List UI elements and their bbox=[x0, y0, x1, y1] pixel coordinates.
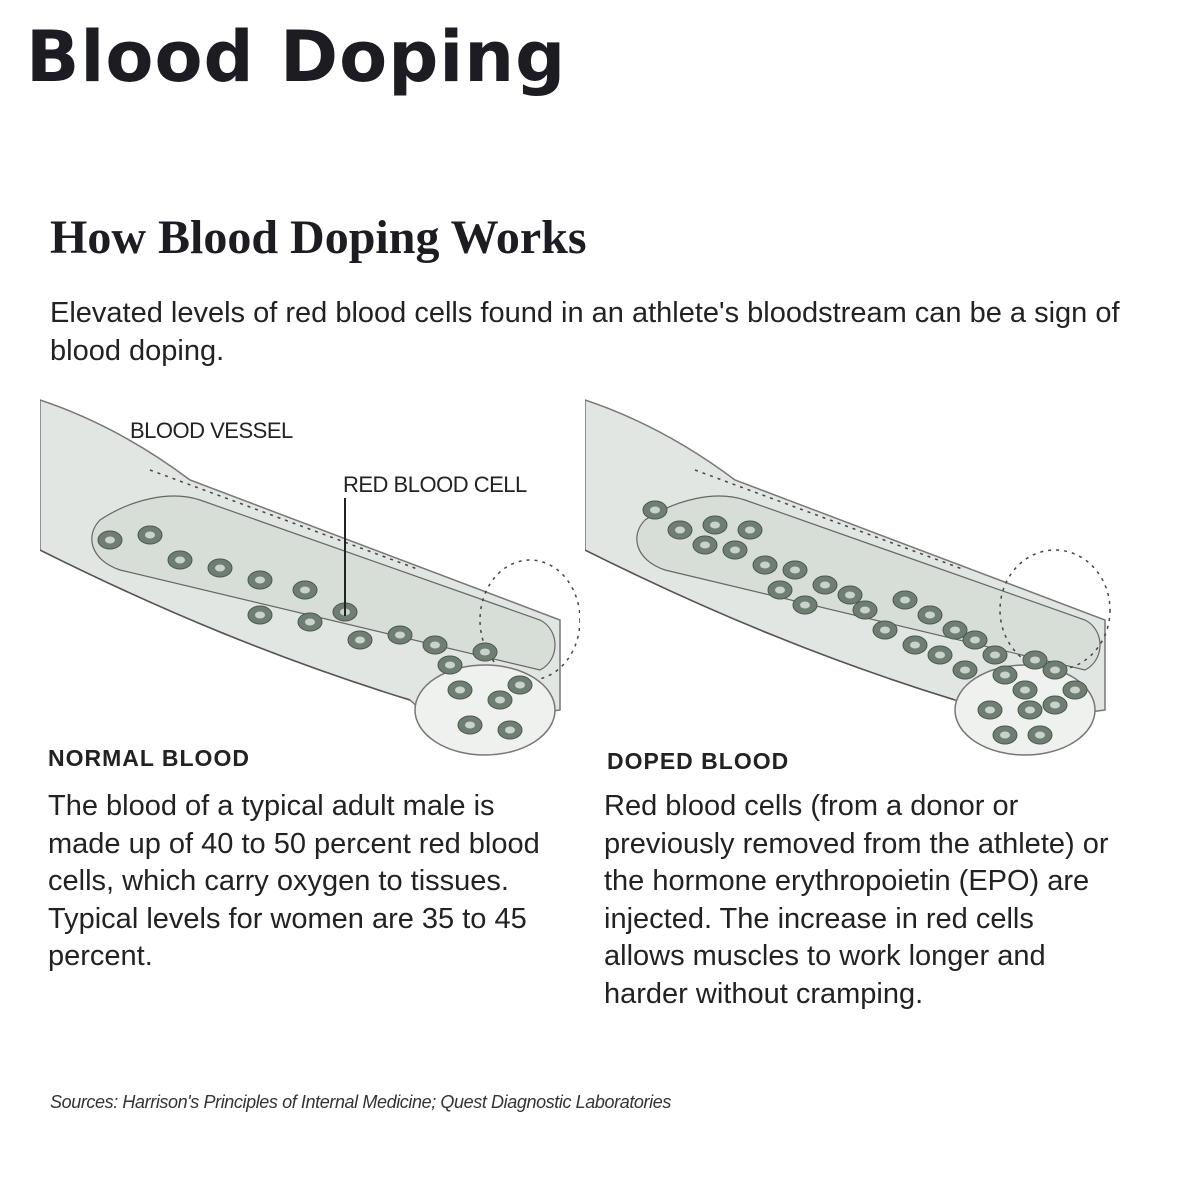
red-blood-cell-center bbox=[820, 581, 830, 589]
red-blood-cells-group bbox=[642, 500, 1088, 745]
red-blood-cell-center bbox=[1000, 731, 1010, 739]
red-blood-cell-leader-line bbox=[344, 498, 346, 616]
red-blood-cell-center bbox=[305, 618, 315, 626]
red-blood-cell-center bbox=[790, 566, 800, 574]
red-blood-cell-center bbox=[105, 536, 115, 544]
red-blood-cell-center bbox=[860, 606, 870, 614]
red-blood-cell-center bbox=[445, 661, 455, 669]
red-blood-cell-center bbox=[985, 706, 995, 714]
red-blood-cell-center bbox=[1030, 656, 1040, 664]
red-blood-cell-center bbox=[455, 686, 465, 694]
red-blood-cell-center bbox=[515, 681, 525, 689]
red-blood-cell-center bbox=[395, 631, 405, 639]
red-blood-cell-center bbox=[175, 556, 185, 564]
red-blood-cell-center bbox=[145, 531, 155, 539]
normal-blood-text: The blood of a typical adult male is mad… bbox=[48, 790, 540, 972]
doped-blood-heading: DOPED BLOOD bbox=[607, 748, 790, 774]
normal-blood-vessel-illustration bbox=[40, 399, 580, 756]
red-blood-cell-center bbox=[700, 541, 710, 549]
intro-text: Elevated levels of red blood cells found… bbox=[50, 297, 1120, 367]
red-blood-cell-center bbox=[1035, 731, 1045, 739]
doped-blood-text: Red blood cells (from a donor or previou… bbox=[604, 790, 1109, 1010]
vessel-channel bbox=[91, 495, 556, 671]
red-blood-cell-center bbox=[215, 564, 225, 572]
vessel-cut-end bbox=[414, 664, 556, 756]
red-blood-cell-center bbox=[745, 526, 755, 534]
red-blood-cell-center bbox=[910, 641, 920, 649]
red-blood-cell-center bbox=[465, 721, 475, 729]
sources-note: Sources: Harrison's Principles of Intern… bbox=[50, 1092, 671, 1112]
doped-blood-vessel-illustration bbox=[585, 399, 1111, 756]
blood-vessel-label: BLOOD VESSEL bbox=[130, 418, 293, 443]
red-blood-cell-center bbox=[430, 641, 440, 649]
red-blood-cell-center bbox=[675, 526, 685, 534]
red-blood-cell-center bbox=[925, 611, 935, 619]
normal-blood-heading: NORMAL BLOOD bbox=[48, 745, 250, 771]
red-blood-cell-center bbox=[300, 586, 310, 594]
page-title: Blood Doping bbox=[26, 16, 567, 98]
red-blood-cell-center bbox=[960, 666, 970, 674]
red-blood-cell-center bbox=[255, 576, 265, 584]
red-blood-cell-center bbox=[990, 651, 1000, 659]
red-blood-cell-center bbox=[355, 636, 365, 644]
red-blood-cell-center bbox=[480, 648, 490, 656]
red-blood-cell-center bbox=[775, 586, 785, 594]
vessel-channel bbox=[636, 495, 1101, 671]
red-blood-cell-center bbox=[1000, 671, 1010, 679]
red-blood-cell-center bbox=[760, 561, 770, 569]
red-blood-cell-center bbox=[650, 506, 660, 514]
red-blood-cell-center bbox=[880, 626, 890, 634]
red-blood-cell-center bbox=[255, 611, 265, 619]
red-blood-cell-center bbox=[950, 626, 960, 634]
subtitle: How Blood Doping Works bbox=[50, 211, 587, 264]
red-blood-cells-group bbox=[97, 525, 533, 740]
red-blood-cell-center bbox=[845, 591, 855, 599]
red-blood-cell-center bbox=[1020, 686, 1030, 694]
red-blood-cell-center bbox=[495, 696, 505, 704]
red-blood-cell-center bbox=[800, 601, 810, 609]
red-blood-cell-center bbox=[1050, 666, 1060, 674]
red-blood-cell-label: RED BLOOD CELL bbox=[343, 472, 527, 497]
red-blood-cell-center bbox=[1050, 701, 1060, 709]
red-blood-cell-center bbox=[935, 651, 945, 659]
red-blood-cell-center bbox=[970, 636, 980, 644]
red-blood-cell-center bbox=[1070, 686, 1080, 694]
red-blood-cell-center bbox=[505, 726, 515, 734]
red-blood-cell-center bbox=[900, 596, 910, 604]
red-blood-cell-center bbox=[1025, 706, 1035, 714]
red-blood-cell-center bbox=[710, 521, 720, 529]
red-blood-cell-center bbox=[730, 546, 740, 554]
